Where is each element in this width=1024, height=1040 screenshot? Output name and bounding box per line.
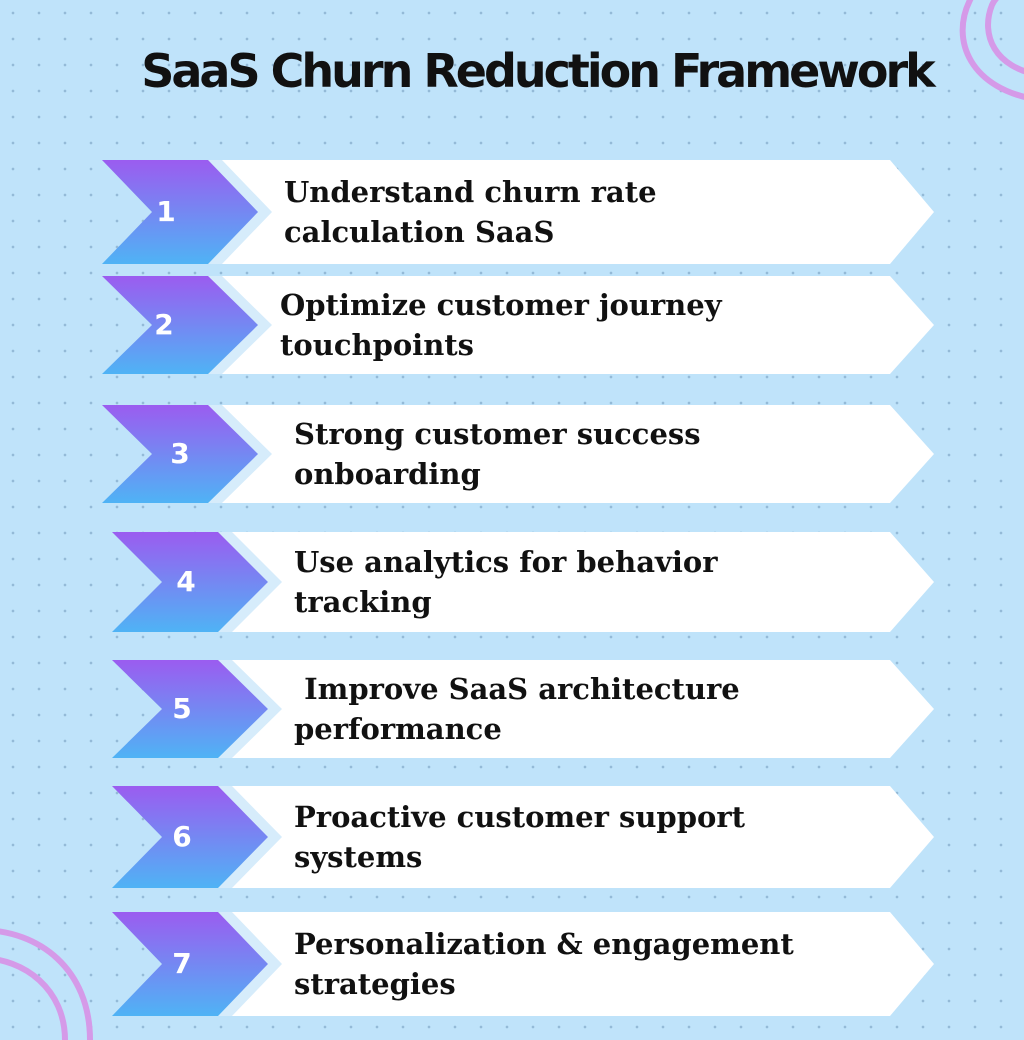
- step-chevron: [102, 276, 258, 374]
- step-chevron: [112, 532, 268, 632]
- step-7: 7 Personalization & engagement strategies: [100, 912, 950, 1016]
- step-chevron: [112, 786, 268, 888]
- step-shapes: [112, 786, 934, 888]
- step-label: Personalization & engagement strategies: [294, 927, 804, 1001]
- step-number: 2: [154, 308, 174, 341]
- step-chevron-edge: [218, 532, 282, 632]
- step-6: 6 Proactive customer support systems: [100, 786, 950, 888]
- step-banner: [220, 532, 934, 632]
- step-number: 7: [172, 947, 192, 980]
- step-chevron: [112, 912, 268, 1016]
- step-shapes: [112, 532, 934, 632]
- step-label: Optimize customer journey touchpoints: [280, 288, 732, 362]
- step-chevron-edge: [218, 786, 282, 888]
- step-number: 1: [156, 195, 176, 228]
- step-chevron-edge: [218, 660, 282, 758]
- step-shapes: [112, 912, 934, 1016]
- step-label: Proactive customer support systems: [294, 800, 756, 874]
- step-5: 5 Improve SaaS architecture performance: [100, 660, 950, 758]
- decorative-swirl-top-right: [959, 0, 1024, 100]
- step-3: 3 Strong customer success onboarding: [100, 405, 950, 503]
- step-chevron-edge: [208, 405, 272, 503]
- step-4: 4 Use analytics for behavior tracking: [100, 532, 950, 632]
- step-2: 2 Optimize customer journey touchpoints: [100, 276, 950, 374]
- step-number: 5: [172, 692, 192, 725]
- step-chevron: [112, 660, 268, 758]
- step-banner: [220, 660, 934, 758]
- step-banner: [220, 276, 934, 374]
- step-1: 1 Understand churn rate calculation SaaS: [100, 160, 950, 264]
- step-number: 3: [170, 437, 190, 470]
- step-chevron: [102, 160, 258, 264]
- page-title: SaaS Churn Reduction Framework: [141, 44, 935, 98]
- step-label: Strong customer success onboarding: [294, 417, 711, 491]
- step-chevron-edge: [218, 912, 282, 1016]
- step-number: 6: [172, 820, 192, 853]
- step-banner: [220, 786, 934, 888]
- step-label: Improve SaaS architecture performance: [294, 672, 750, 746]
- step-shapes: [102, 160, 934, 264]
- step-banner: [220, 160, 934, 264]
- step-chevron-edge: [208, 276, 272, 374]
- step-label: Use analytics for behavior tracking: [294, 545, 728, 619]
- step-chevron-edge: [208, 160, 272, 264]
- step-number: 4: [176, 565, 196, 598]
- step-shapes: [112, 660, 934, 758]
- step-label: Understand churn rate calculation SaaS: [284, 175, 667, 249]
- step-banner: [220, 912, 934, 1016]
- step-chevron: [102, 405, 258, 503]
- step-shapes: [102, 405, 934, 503]
- step-banner: [220, 405, 934, 503]
- step-shapes: [102, 276, 934, 374]
